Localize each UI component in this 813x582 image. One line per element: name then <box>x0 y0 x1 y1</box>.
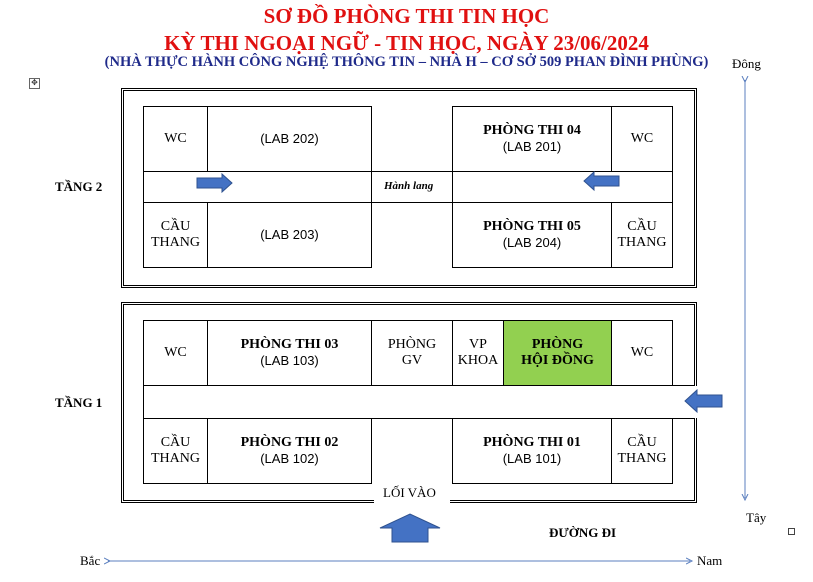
floor2-corridor <box>143 171 673 203</box>
floor2-wc-left: WC <box>143 106 208 172</box>
move-handle-icon[interactable]: ✥ <box>29 78 40 89</box>
arrow-right-icon <box>196 172 233 194</box>
floor2-room04: PHÒNG THI 04 (LAB 201) <box>452 106 612 172</box>
floor2-label: TẦNG 2 <box>55 179 103 194</box>
east-label: Đông <box>732 56 761 71</box>
floor1-room01: PHÒNG THI 01 (LAB 101) <box>452 418 612 484</box>
floor2-lab203: (LAB 203) <box>207 202 372 268</box>
floor2-central-space <box>371 106 453 268</box>
floor2-outline <box>121 88 697 288</box>
road-label: ĐƯỜNG ĐI <box>549 525 617 540</box>
floor1-label: TẦNG 1 <box>55 395 103 410</box>
arrow-left-icon <box>583 170 620 192</box>
floor2-wc-right: WC <box>611 106 673 172</box>
floor1-corridor <box>143 385 695 419</box>
floor2-stairs-left: CẦU THANG <box>143 202 208 268</box>
subtitle: (NHÀ THỰC HÀNH CÔNG NGHỆ THÔNG TIN – NHÀ… <box>104 54 709 70</box>
main-entrance-gap <box>374 497 450 505</box>
resize-handle-icon[interactable] <box>788 528 795 535</box>
floor1-stairs-left: CẦU THANG <box>143 418 208 484</box>
floor2-stairs-right: CẦU THANG <box>611 202 673 268</box>
floor2-lab202: (LAB 202) <box>207 106 372 172</box>
arrow-up-icon <box>379 513 441 543</box>
floor1-wc-right: WC <box>611 320 673 386</box>
floor1-teacher-room: PHÒNG GV <box>371 320 453 386</box>
floor1-council-room: PHÒNG HỘI ĐỒNG <box>503 320 612 386</box>
floor1-faculty-office: VP KHOA <box>452 320 504 386</box>
floor1-room02: PHÒNG THI 02 (LAB 102) <box>207 418 372 484</box>
entrance-label: LỐI VÀO <box>383 485 436 500</box>
floor2-corridor-label: Hành lang <box>384 180 434 192</box>
title-line-1: SƠ ĐỒ PHÒNG THI TIN HỌC <box>263 4 550 28</box>
floor1-room03: PHÒNG THI 03 (LAB 103) <box>207 320 372 386</box>
title-line-2: KỲ THI NGOẠI NGỮ - TIN HỌC, NGÀY 23/06/2… <box>164 31 649 55</box>
north-label: Bắc <box>80 553 101 568</box>
floor2-room05: PHÒNG THI 05 (LAB 204) <box>452 202 612 268</box>
west-label: Tây <box>746 510 767 525</box>
south-label: Nam <box>697 553 723 568</box>
arrow-left-icon <box>684 388 723 414</box>
floor1-stairs-right: CẦU THANG <box>611 418 673 484</box>
